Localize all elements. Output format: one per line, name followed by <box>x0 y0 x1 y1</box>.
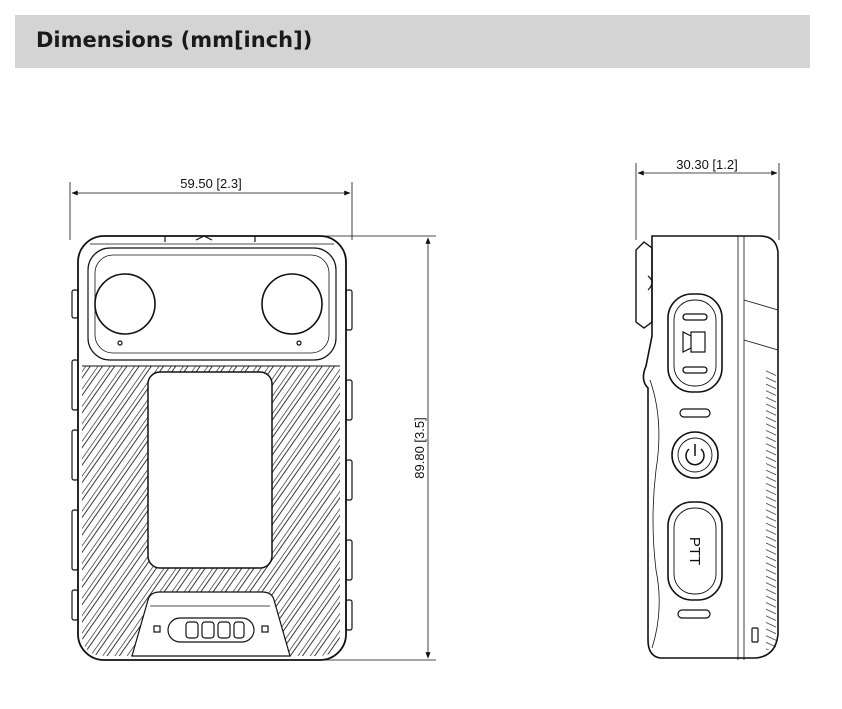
section-title: Dimensions (mm[inch]) <box>36 28 313 52</box>
rear-ridges <box>766 370 776 650</box>
side-view: 30.30 [1.2] <box>635 157 780 660</box>
ptt-label: PTT <box>686 537 703 565</box>
front-view: 59.50 [2.3] 89.80 [3.5] <box>69 176 436 661</box>
record-button[interactable] <box>667 293 723 393</box>
power-icon <box>685 444 705 466</box>
power-button[interactable] <box>671 431 719 479</box>
device-body-side <box>642 235 779 659</box>
camera-icon <box>682 331 706 353</box>
ptt-button[interactable] <box>667 501 723 601</box>
belt-clip <box>635 241 653 329</box>
bottom-slot <box>677 609 711 619</box>
height-label: 89.80 [3.5] <box>412 417 427 478</box>
right-lens <box>261 273 323 335</box>
width-label: 59.50 [2.3] <box>180 176 241 191</box>
bottom-connector <box>167 617 255 643</box>
depth-dimension: 30.30 [1.2] <box>635 157 780 240</box>
camera-module <box>87 247 337 361</box>
indicator-slot <box>679 408 711 418</box>
screen-panel <box>147 371 273 569</box>
left-lens <box>94 273 156 335</box>
width-dimension: 59.50 [2.3] <box>69 176 353 240</box>
section-header-bar: Dimensions (mm[inch]) <box>15 15 810 68</box>
depth-label: 30.30 [1.2] <box>676 157 737 172</box>
